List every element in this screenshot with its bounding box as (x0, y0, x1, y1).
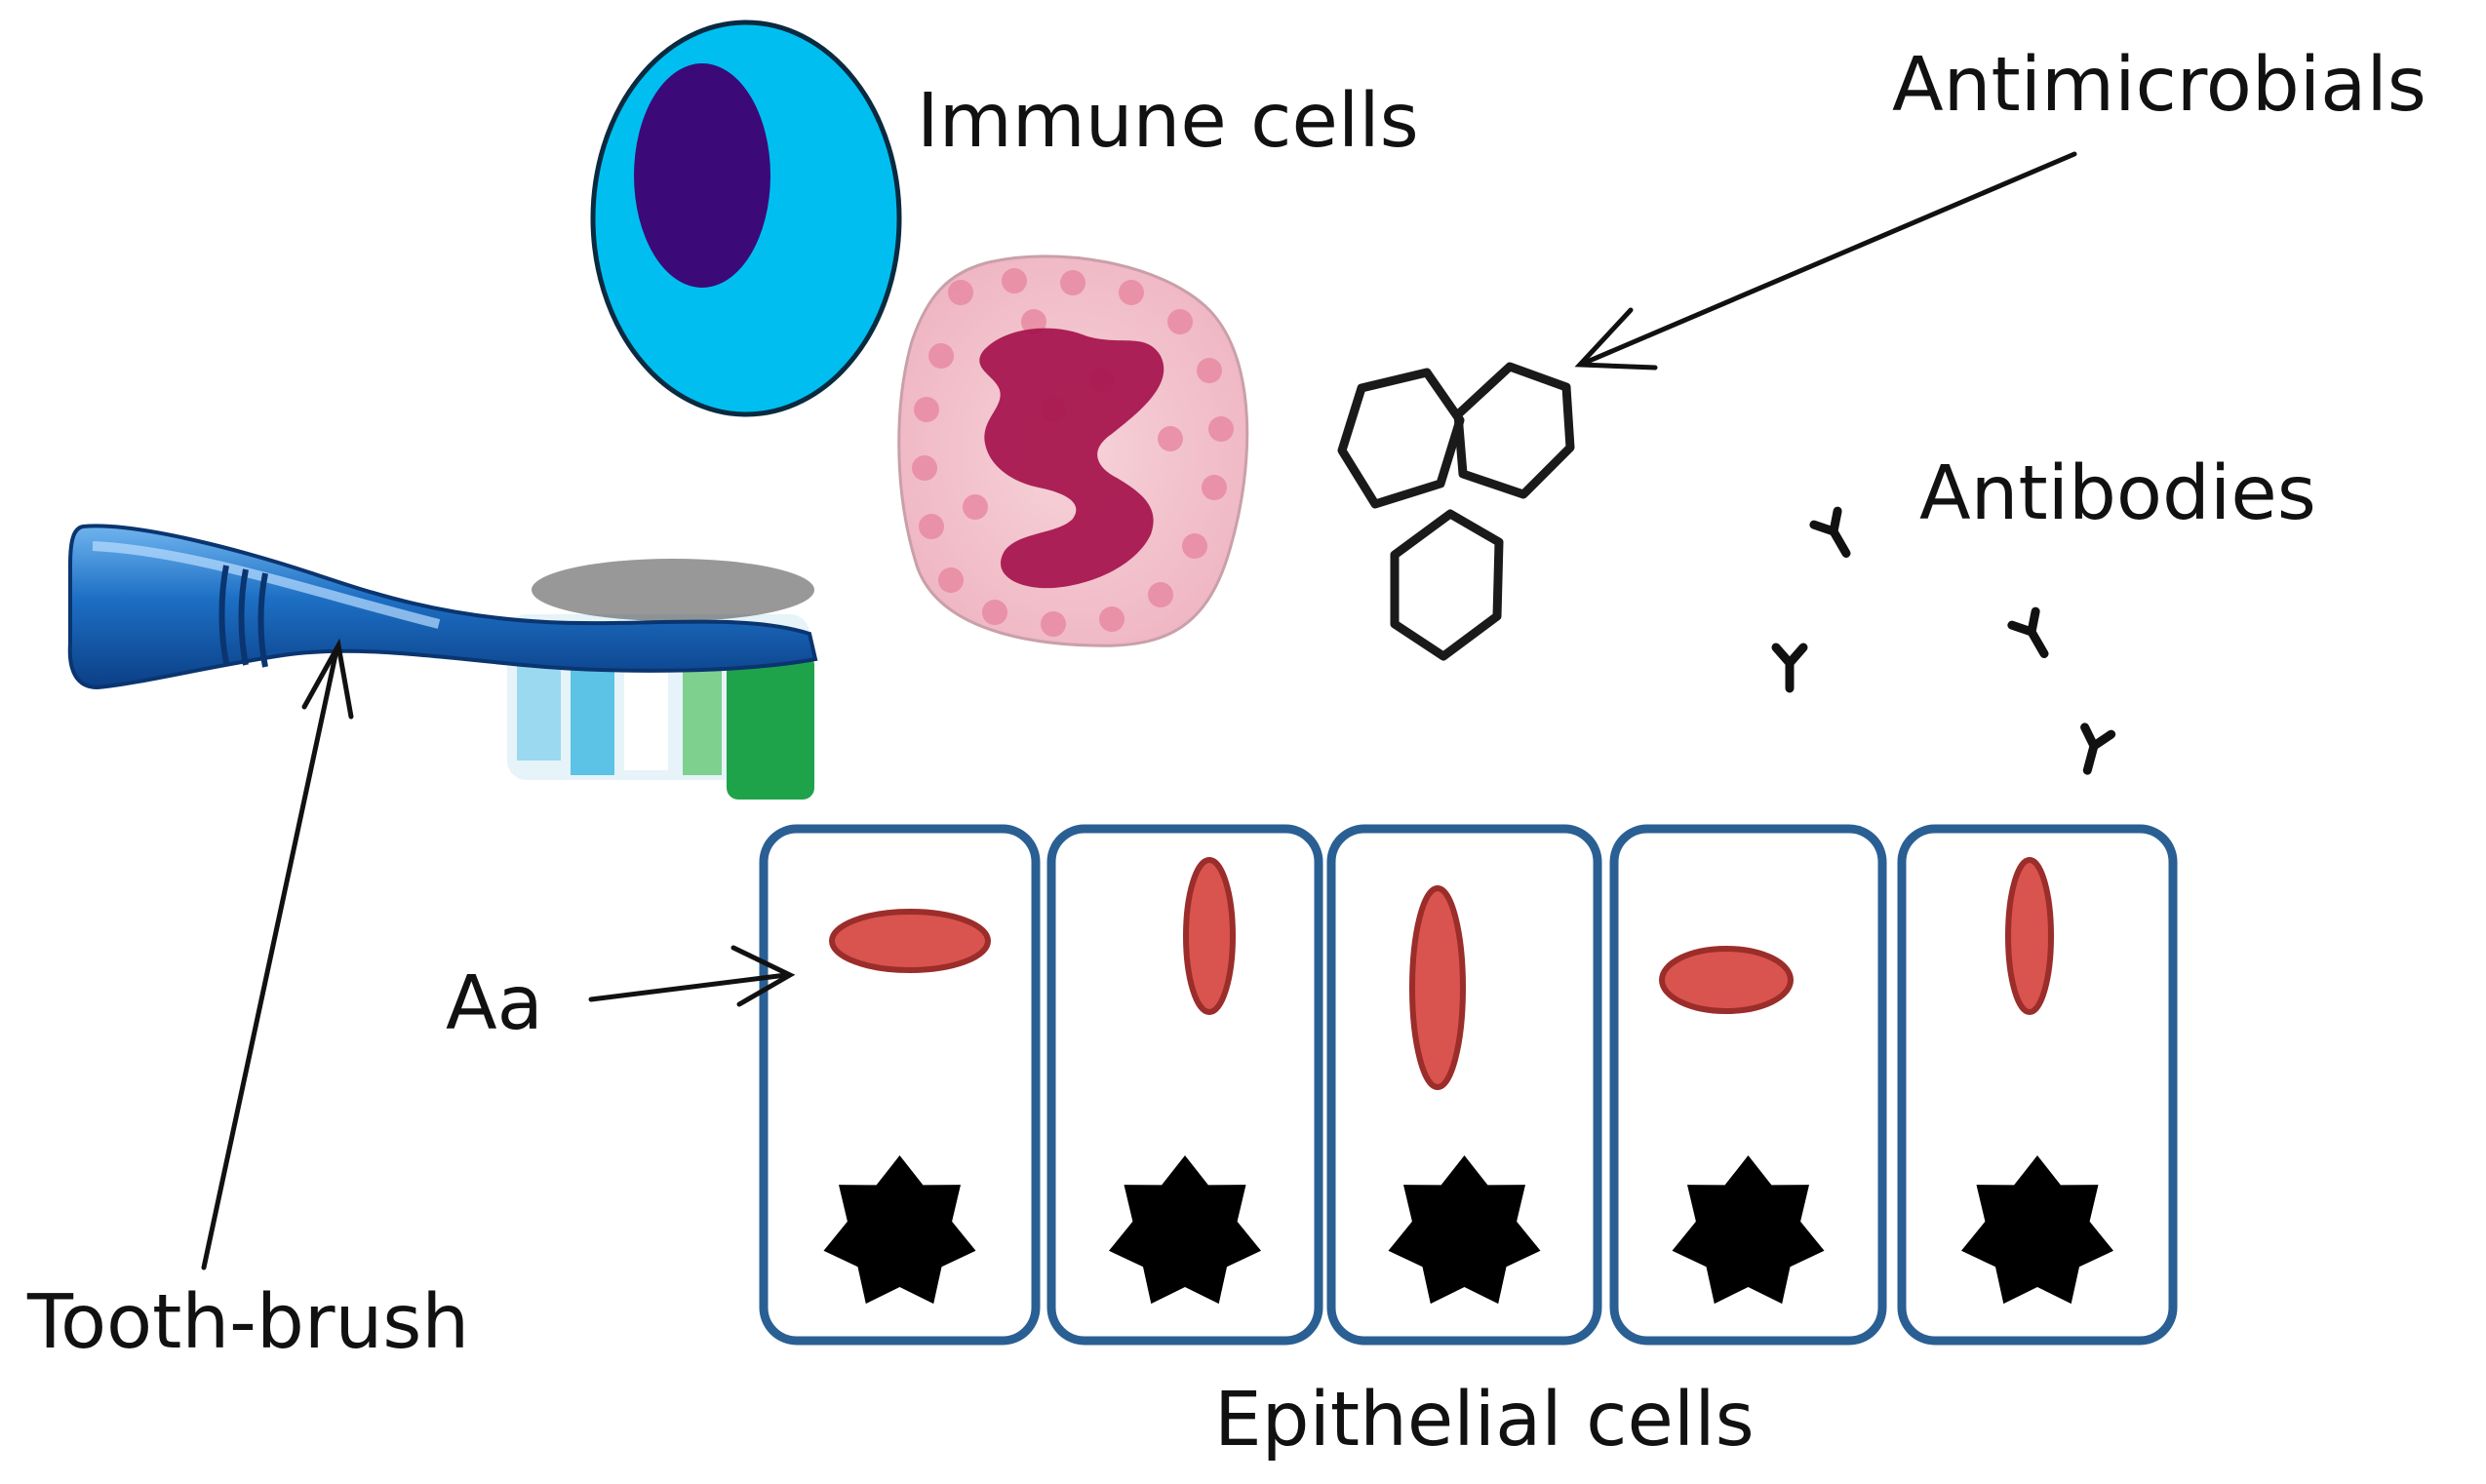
epithelial-cells-label: Epithelial cells (1214, 1377, 1755, 1464)
antibody-icon (2007, 606, 2049, 659)
granule-dot (963, 494, 988, 520)
antibody-icon (1809, 506, 1851, 559)
granule-dot (1060, 270, 1085, 295)
antimicrobials-label: Antimicrobials (1892, 42, 2427, 129)
hexagon-molecule-icon (1337, 362, 1575, 661)
antibody-icon (1771, 643, 1808, 693)
aa-arrow (588, 945, 796, 1007)
granule-dot (919, 514, 944, 539)
epithelial-cell (1046, 824, 1323, 1346)
aa-label: Aa (446, 960, 543, 1047)
antibodies-label: Antibodies (1919, 450, 2316, 537)
granule-dot (1202, 475, 1227, 500)
granule-dot (1041, 611, 1066, 637)
immune-cells-label: Immune cells (917, 78, 1419, 165)
epithelial-cell-row (759, 824, 2178, 1346)
bacterium-icon (1183, 857, 1236, 1015)
granule-dot (1002, 268, 1027, 293)
granule-dot (1167, 309, 1193, 334)
epithelial-cell (1609, 824, 1887, 1346)
granule-dot (928, 343, 954, 369)
granule-dot (914, 397, 939, 422)
bacterium-icon (2005, 857, 2054, 1015)
granule-dot (1208, 416, 1234, 442)
epithelial-cell (1897, 824, 2178, 1346)
nucleus-star-icon (1672, 1155, 1825, 1305)
nucleus-star-icon (1961, 1155, 2113, 1305)
granule-dot (982, 600, 1007, 625)
antimicrobials-arrow (1574, 151, 2077, 371)
granule-dot (948, 280, 973, 305)
cell-membrane (1897, 824, 2178, 1346)
granule-dot (1119, 280, 1144, 305)
antibodies-group (1771, 506, 2116, 775)
nucleus-star-icon (823, 1155, 976, 1305)
granule-dot (1182, 533, 1207, 559)
epithelial-cell (1326, 824, 1602, 1346)
granule-dot (1021, 309, 1046, 334)
lymphocyte-icon (590, 20, 902, 417)
granule-dot (1148, 582, 1173, 607)
toothbrush-icon (67, 524, 818, 800)
bacterium-icon (829, 909, 991, 973)
granule-dot (1158, 426, 1183, 451)
antibody-icon (2080, 722, 2116, 775)
granule-dot (938, 567, 964, 593)
nucleus-star-icon (1109, 1155, 1261, 1305)
toothbrush-arrow (201, 638, 354, 1270)
granule-dot (1099, 606, 1125, 632)
granule-dot (1197, 358, 1222, 383)
arrows (201, 151, 2077, 1270)
neutrophil-icon (897, 254, 1249, 647)
nucleus-star-icon (1388, 1155, 1541, 1305)
granule-dot (912, 455, 937, 481)
tooth-brush-label: Tooth-brush (26, 1279, 469, 1366)
bacterium-icon (1409, 885, 1466, 1090)
epithelial-cell (759, 824, 1041, 1346)
cell-membrane (1326, 824, 1602, 1346)
bacterium-icon (1659, 946, 1794, 1014)
cell-membrane (1046, 824, 1323, 1346)
